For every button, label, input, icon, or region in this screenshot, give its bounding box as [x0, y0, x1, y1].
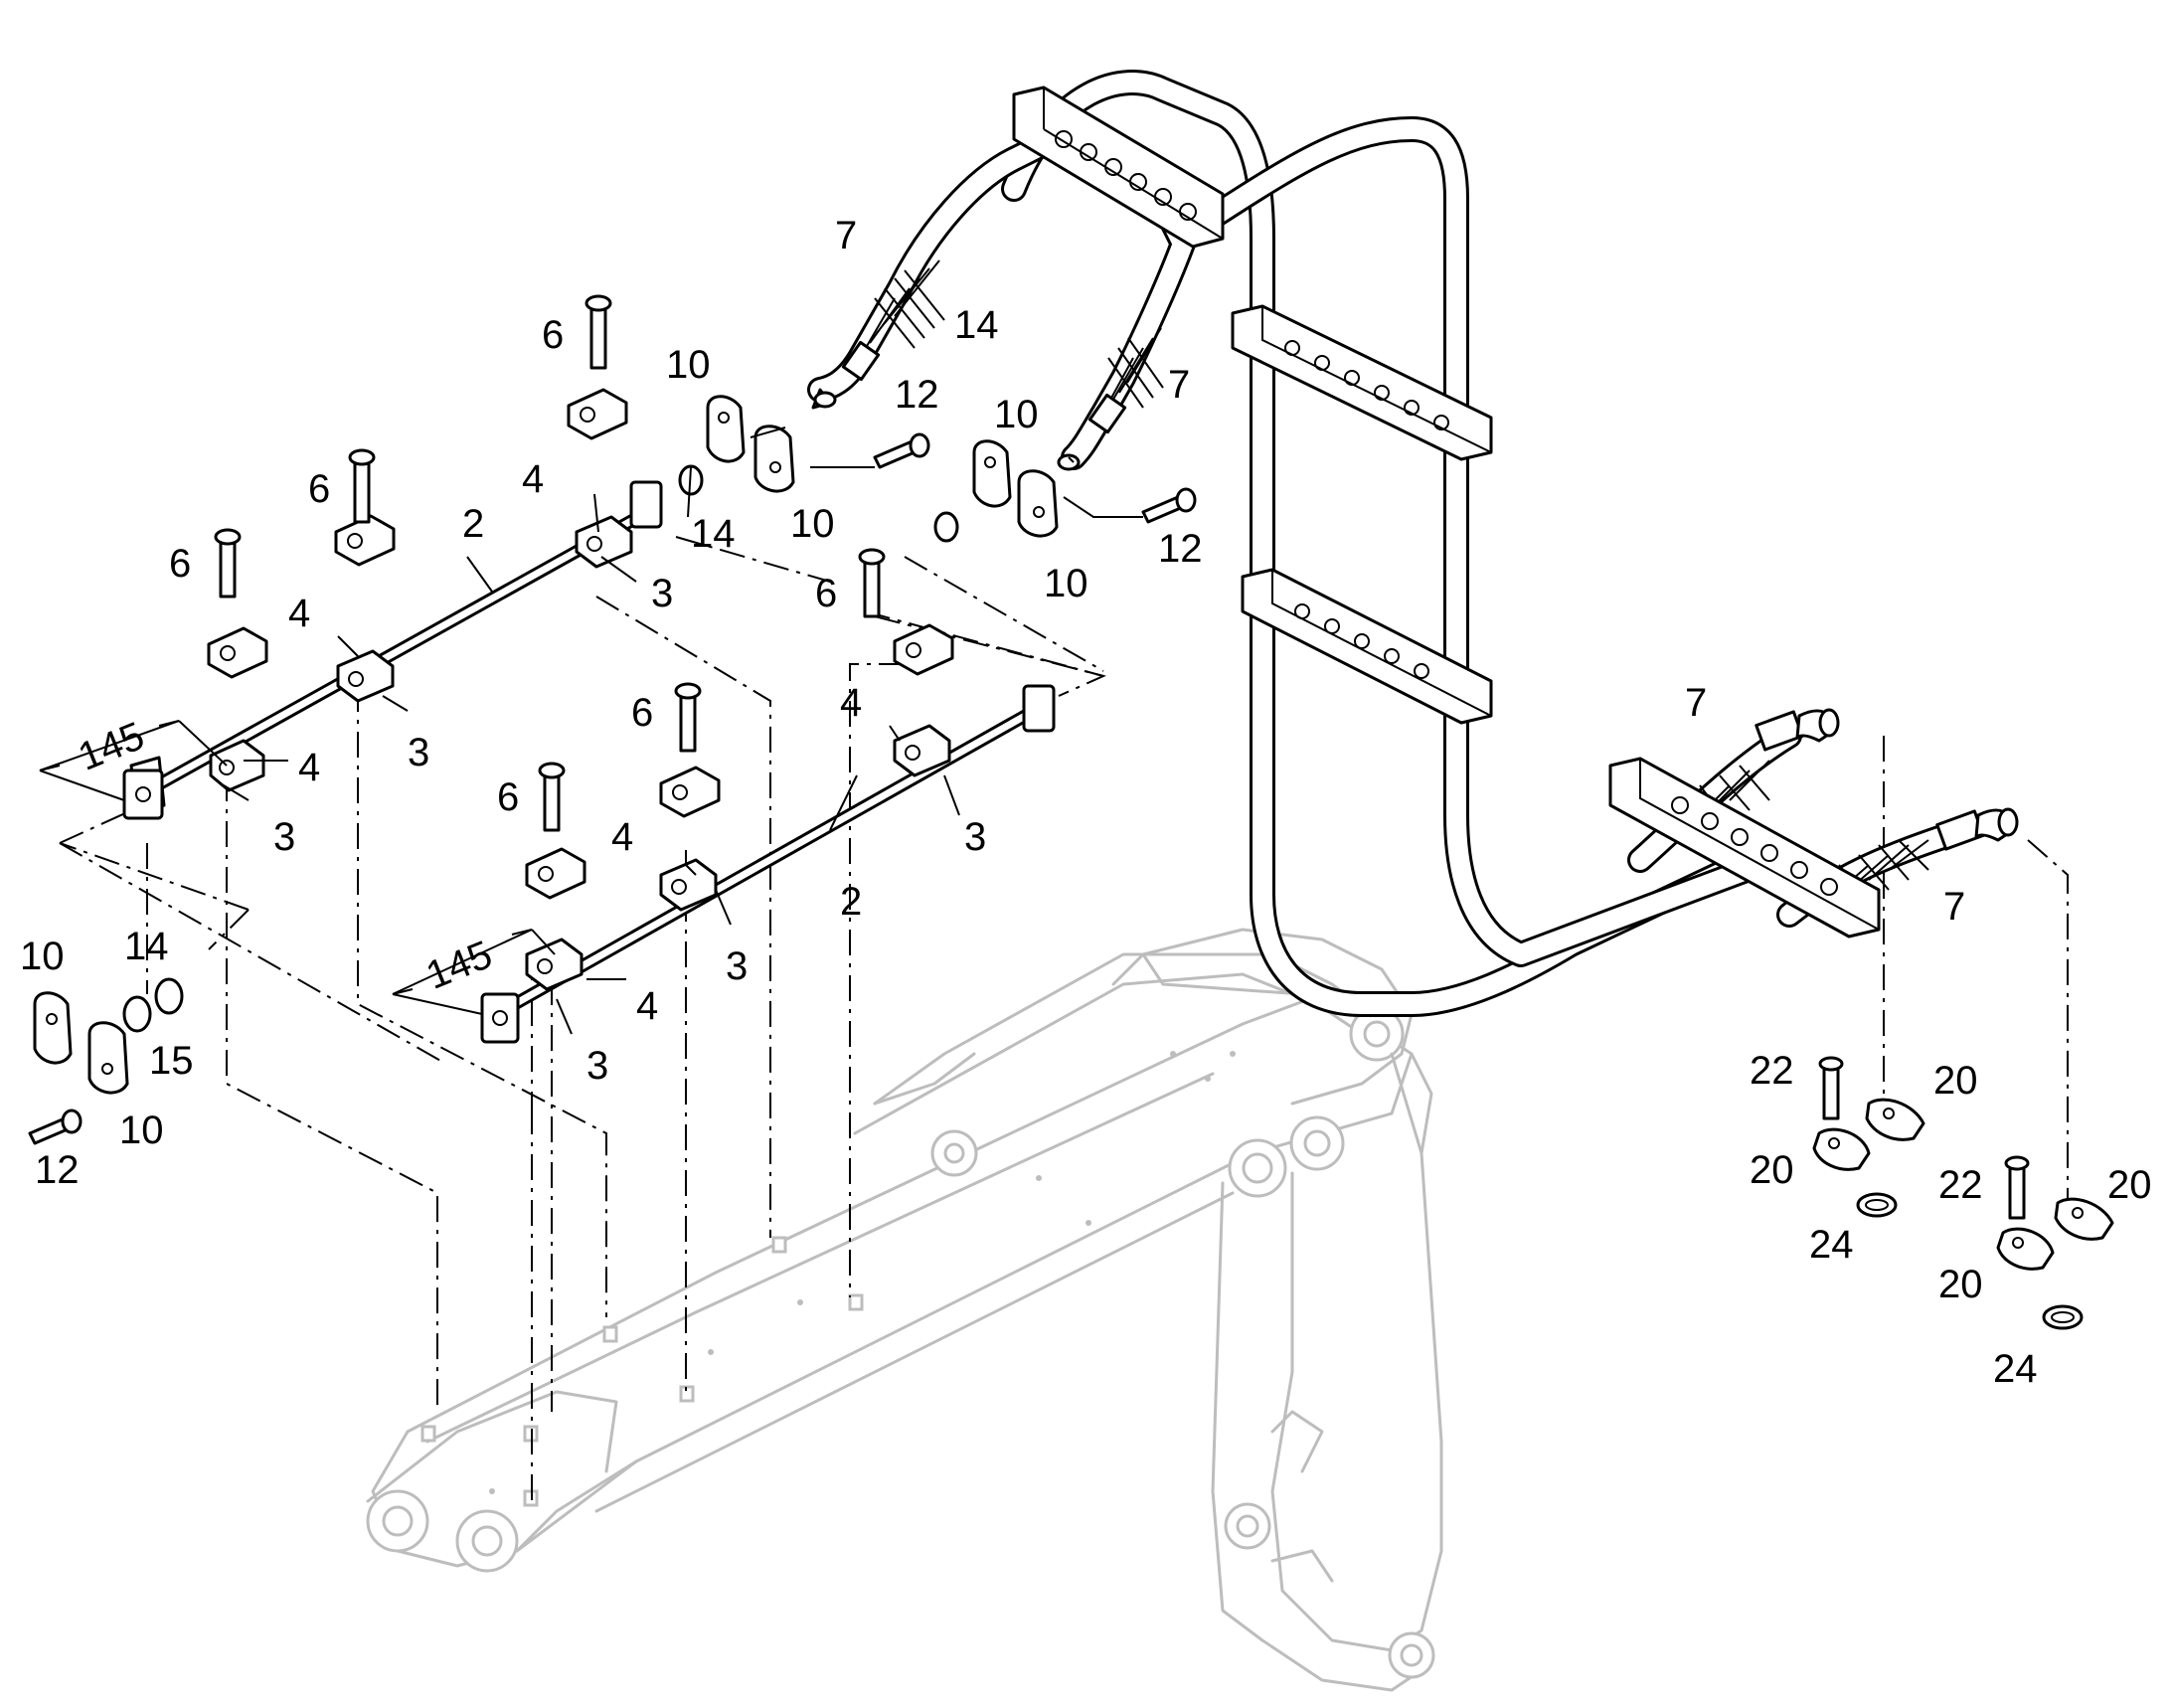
boom-clips — [420, 1236, 864, 1507]
callout-4: 4 — [288, 592, 310, 635]
callout-4: 4 — [298, 746, 320, 789]
callout-10: 10 — [20, 935, 65, 978]
flanges-and-seals — [33, 395, 2114, 1330]
callout-6: 6 — [169, 542, 191, 586]
callout-20: 20 — [1938, 1263, 1983, 1306]
callout-10: 10 — [119, 1109, 164, 1152]
callout-14: 14 — [954, 303, 999, 347]
assembly-lines — [59, 536, 2069, 1501]
callout-3: 3 — [964, 815, 986, 859]
callout-22: 22 — [1750, 1049, 1794, 1093]
callout-2: 2 — [840, 880, 862, 924]
callout-10: 10 — [994, 393, 1039, 436]
callout-22: 22 — [1938, 1163, 1983, 1207]
pipe-clamps — [207, 388, 954, 991]
callout-10: 10 — [1044, 562, 1088, 605]
callout-14: 14 — [124, 925, 169, 968]
leader-lines — [223, 427, 1143, 1035]
callout-7: 7 — [1943, 885, 1965, 929]
callout-2: 2 — [462, 502, 484, 546]
callout-4: 4 — [611, 815, 633, 859]
callout-10: 10 — [666, 343, 711, 387]
callout-3: 3 — [651, 572, 673, 615]
callout-20: 20 — [1933, 1059, 1978, 1103]
callout-3: 3 — [408, 731, 429, 774]
dimension-marks: 145 145 — [39, 714, 556, 1015]
callout-labels: 7 6 10 14 12 10 7 6 4 2 14 10 12 10 6 3 … — [20, 214, 2152, 1391]
callout-24: 24 — [1993, 1347, 2038, 1391]
callout-4: 4 — [522, 457, 544, 501]
callout-3: 3 — [726, 944, 748, 988]
callout-7: 7 — [1685, 681, 1707, 725]
dimension-label-145-bottom: 145 — [420, 933, 498, 998]
callout-12: 12 — [1158, 527, 1203, 571]
callout-6: 6 — [497, 775, 519, 819]
callout-15: 15 — [149, 1039, 194, 1083]
callout-6: 6 — [815, 572, 837, 615]
callout-20: 20 — [1750, 1148, 1794, 1192]
boom-structure — [366, 928, 1443, 1692]
callout-12: 12 — [35, 1148, 80, 1192]
callout-7: 7 — [1168, 363, 1190, 407]
callout-10: 10 — [790, 502, 835, 546]
callout-6: 6 — [631, 691, 653, 735]
hose-assembly — [807, 70, 2019, 1017]
callout-3: 3 — [586, 1044, 608, 1088]
callout-6: 6 — [542, 313, 564, 357]
bolts — [28, 294, 2030, 1220]
callout-20: 20 — [2107, 1163, 2152, 1207]
callout-4: 4 — [636, 984, 658, 1028]
callout-4: 4 — [840, 681, 862, 725]
callout-12: 12 — [895, 373, 939, 417]
clamp-blocks — [1012, 85, 1881, 939]
callout-24: 24 — [1809, 1223, 1854, 1267]
callout-14: 14 — [691, 512, 736, 556]
callout-3: 3 — [273, 815, 295, 859]
callout-7: 7 — [835, 214, 857, 257]
callout-6: 6 — [308, 467, 330, 511]
